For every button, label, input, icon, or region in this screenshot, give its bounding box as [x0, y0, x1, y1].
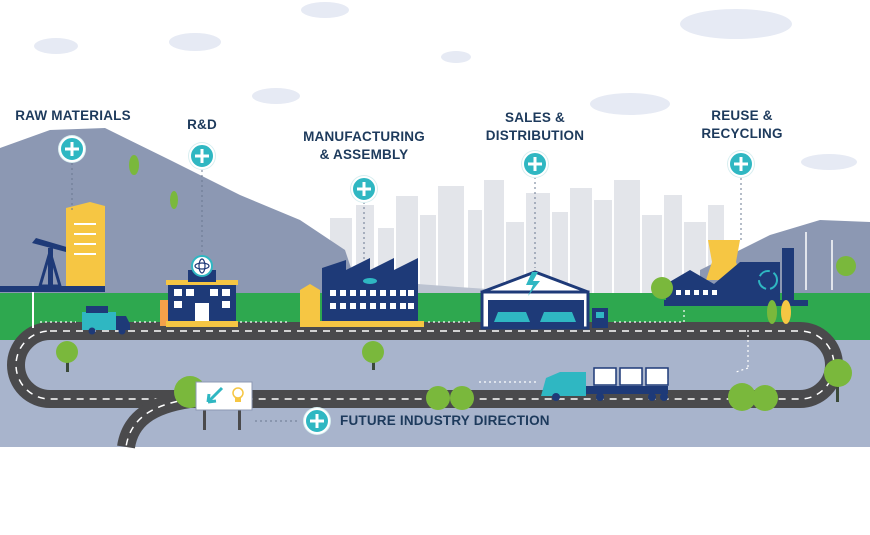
signpost — [195, 381, 253, 430]
manufacturing-plus-icon[interactable] — [351, 176, 377, 202]
clouds — [34, 2, 857, 170]
raw-materials-site — [0, 202, 105, 328]
lightbulb-icon — [232, 387, 244, 402]
stage-label-sales: SALES & DISTRIBUTION — [485, 110, 585, 143]
leader-lines — [71, 163, 742, 422]
atom-icon — [191, 255, 213, 277]
flow-arrows — [40, 308, 749, 383]
stage-label-manufacturing: MANUFACTURING & ASSEMBLY — [303, 129, 425, 162]
showroom-building — [480, 270, 608, 330]
stage-label-rnd: R&D — [187, 117, 217, 132]
stage-label-reuse: REUSE & RECYCLING — [701, 108, 783, 141]
recycling-plant — [651, 232, 856, 324]
raw-materials-plus-icon[interactable] — [59, 136, 85, 162]
rnd-plus-icon[interactable] — [189, 143, 215, 169]
stage-label-raw-materials: RAW MATERIALS — [15, 108, 131, 123]
city-skyline — [330, 180, 724, 298]
future-direction-plus-icon[interactable] — [304, 408, 330, 434]
research-building — [160, 255, 238, 327]
lightning-icon — [526, 272, 540, 296]
delivery-van — [82, 306, 130, 335]
reuse-plus-icon[interactable] — [728, 151, 754, 177]
sales-plus-icon[interactable] — [522, 151, 548, 177]
recycle-icon — [758, 270, 778, 290]
factory-building — [300, 258, 424, 327]
battery-truck — [541, 367, 669, 401]
future-direction-label: FUTURE INDUSTRY DIRECTION — [340, 413, 550, 428]
